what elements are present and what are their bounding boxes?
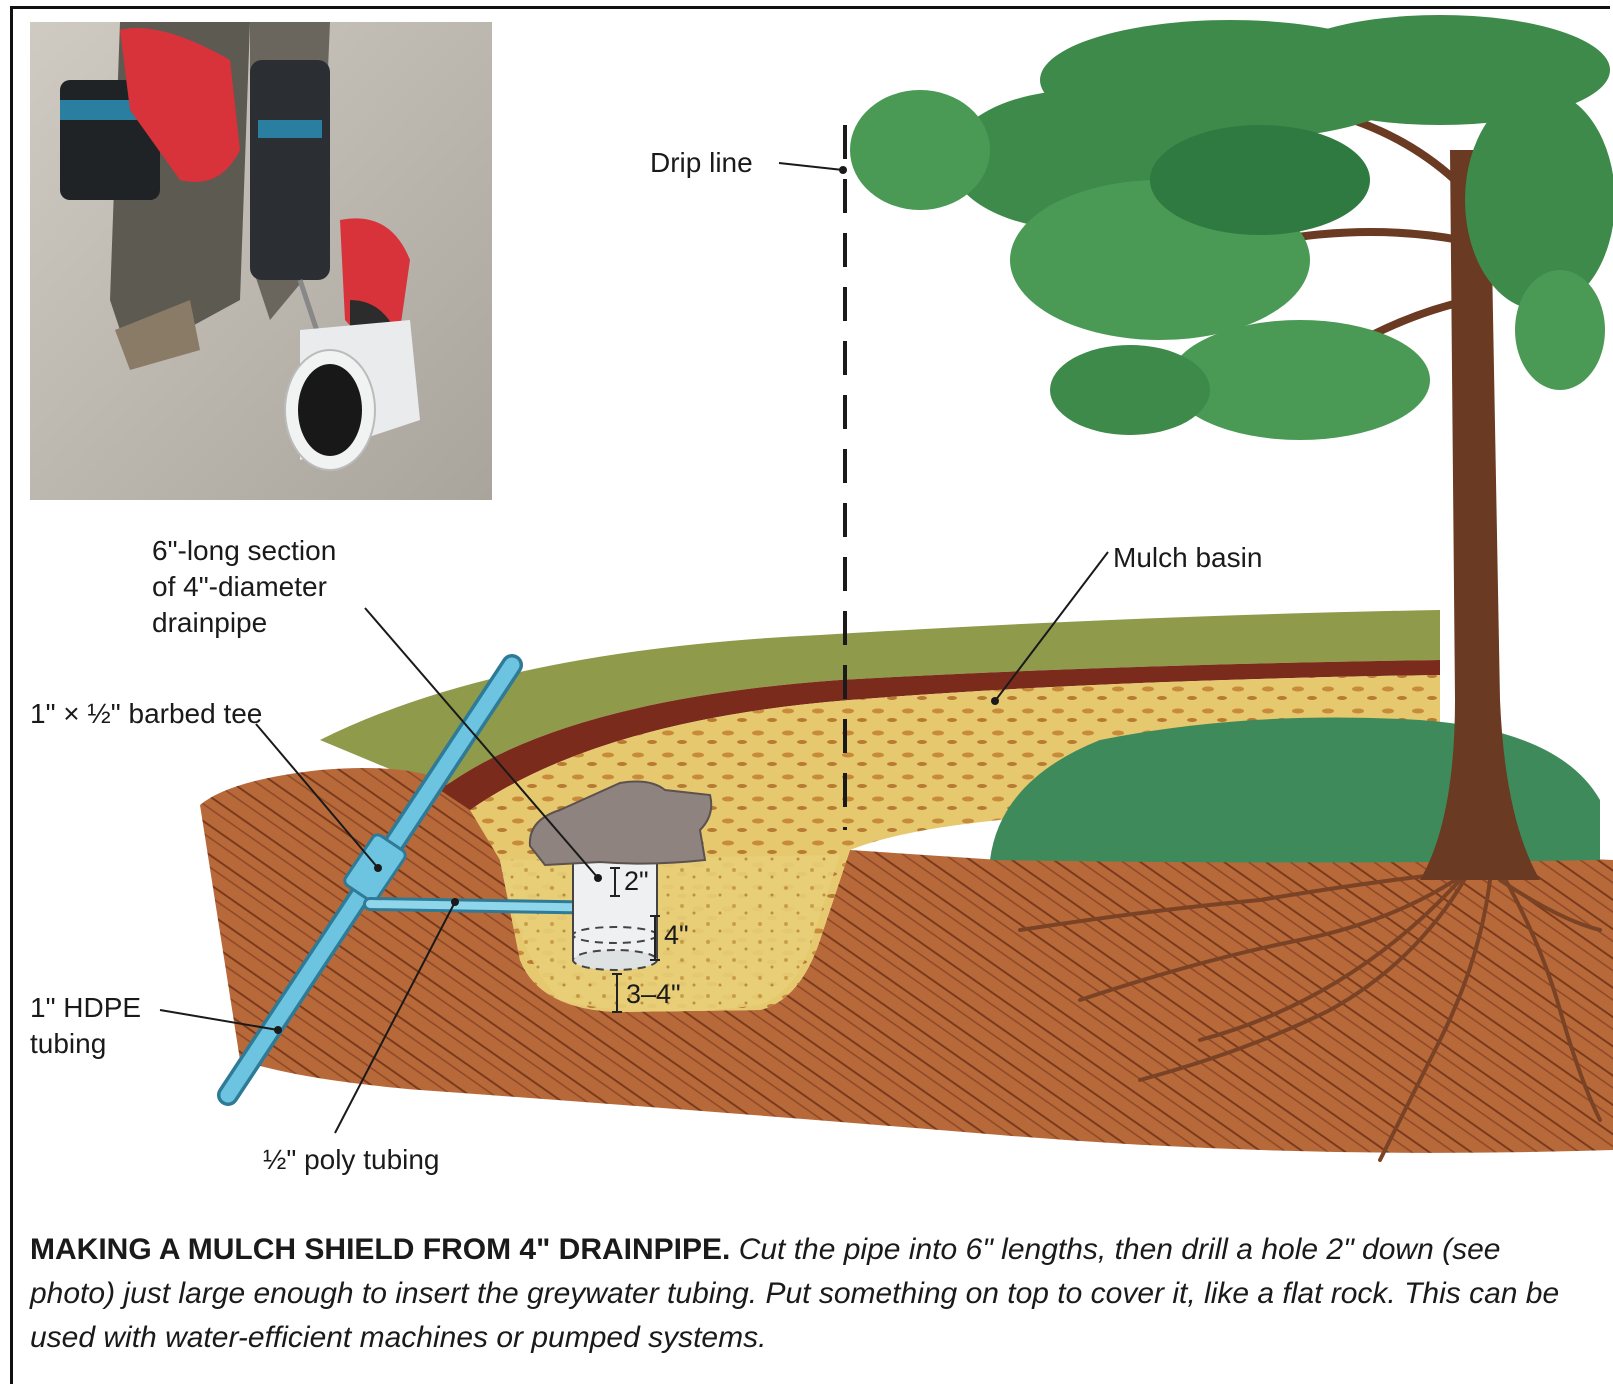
poly-tubing-label: ½" poly tubing [263, 1142, 440, 1178]
drainpipe-section-label: 6"-long section of 4"-diameter drainpipe [152, 533, 336, 641]
dimension-4in: 4" [664, 920, 689, 950]
barbed-tee-label: 1" × ½" barbed tee [30, 696, 262, 732]
drip-line-label: Drip line [650, 145, 753, 181]
hdpe-tubing-label: 1" HDPE tubing [30, 990, 141, 1062]
dimension-2in: 2" [624, 866, 649, 896]
drilling-photo [30, 22, 492, 500]
caption-lead: MAKING A MULCH SHIELD FROM 4" DRAINPIPE. [30, 1233, 730, 1266]
figure-caption: MAKING A MULCH SHIELD FROM 4" DRAINPIPE.… [30, 1228, 1590, 1360]
dimension-3-4in: 3–4" [626, 979, 681, 1009]
mulch-basin-label: Mulch basin [1113, 540, 1262, 576]
tree-canopy [850, 15, 1613, 440]
